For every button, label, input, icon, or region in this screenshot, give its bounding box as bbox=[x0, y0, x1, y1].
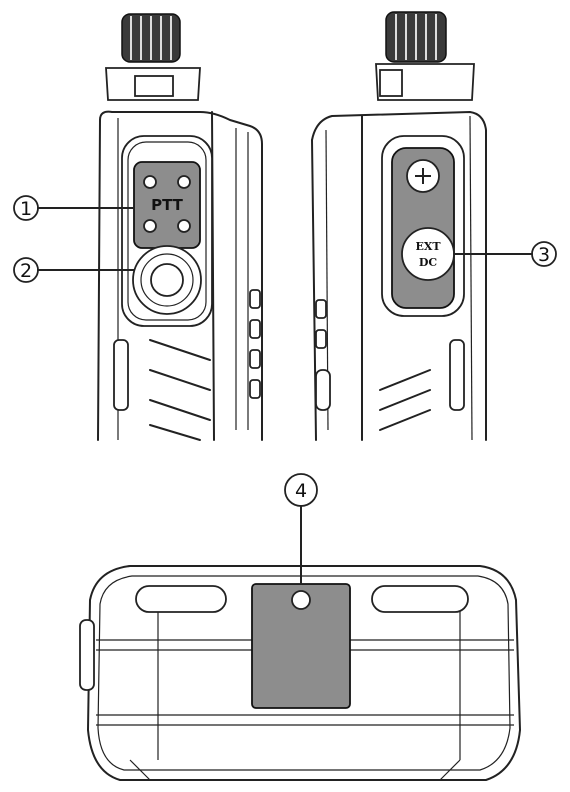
left-knob-icon bbox=[105, 13, 201, 101]
right-knob-icon bbox=[375, 11, 475, 101]
ptt-label: PTT bbox=[151, 196, 184, 214]
dc-label: DC bbox=[419, 256, 438, 269]
callout-3: 3 bbox=[453, 241, 557, 267]
bottom-cover-screw-icon bbox=[291, 590, 311, 610]
callout-2: 2 bbox=[13, 257, 135, 283]
callout-1-number: 1 bbox=[20, 198, 32, 220]
right-side-view: EXT DC bbox=[311, 11, 487, 441]
callout-4-number: 4 bbox=[295, 480, 307, 502]
callout-4: 4 bbox=[284, 473, 318, 585]
left-side-view: PTT bbox=[97, 13, 263, 441]
bottom-view bbox=[79, 565, 521, 781]
callout-3-number: 3 bbox=[538, 244, 550, 266]
callout-1: 1 bbox=[13, 195, 135, 221]
ext-dc-jack bbox=[401, 227, 455, 281]
ext-label: EXT bbox=[415, 240, 441, 253]
callout-2-number: 2 bbox=[20, 260, 32, 282]
